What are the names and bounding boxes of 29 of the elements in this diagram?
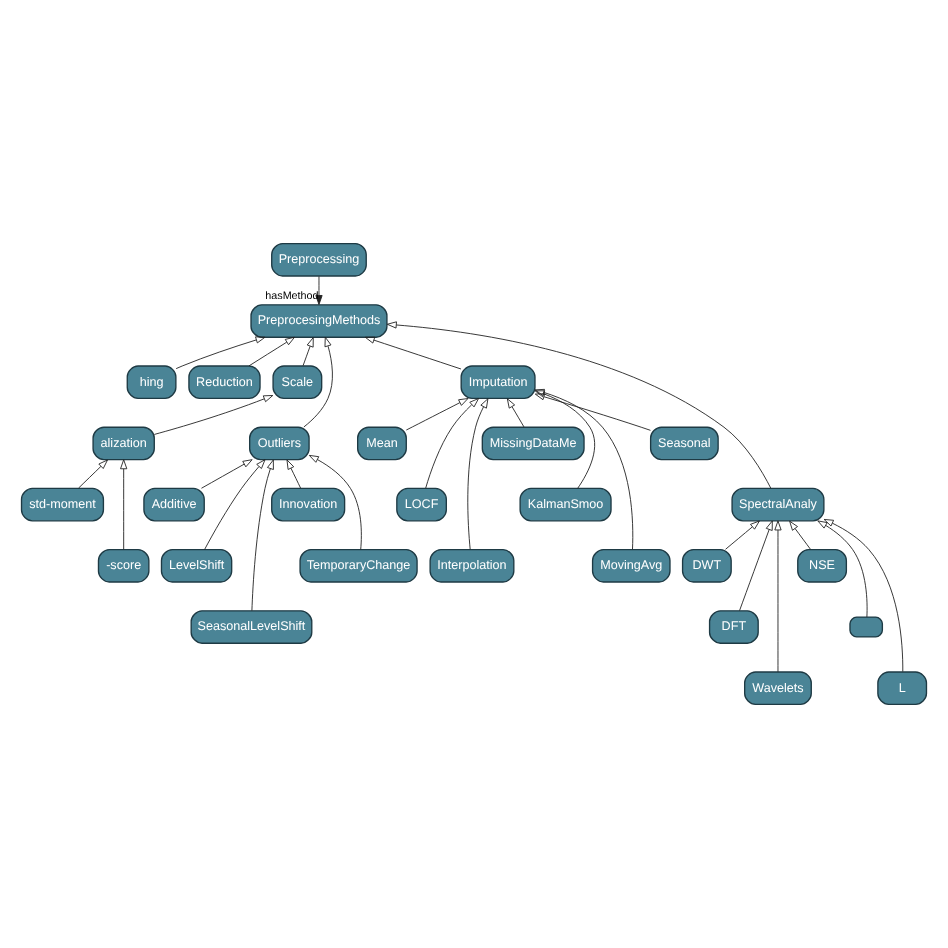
arrow [534, 393, 651, 431]
arrow [302, 337, 314, 367]
arrow [425, 398, 479, 489]
arrow [251, 459, 274, 612]
arrow [78, 459, 108, 489]
arrow [823, 518, 904, 673]
arrow [506, 398, 525, 428]
arrow [120, 459, 128, 550]
arrow [774, 520, 782, 673]
arrow [303, 336, 333, 428]
arrow [204, 459, 266, 550]
arrow [364, 336, 462, 370]
arrow [405, 398, 469, 431]
arrow [386, 321, 772, 489]
arrow [534, 390, 596, 489]
arrow [201, 459, 253, 489]
arrow [534, 388, 634, 550]
arrow [308, 454, 362, 550]
arrow [789, 520, 811, 550]
arrow [467, 398, 489, 550]
arrow [817, 520, 868, 618]
arrow [248, 336, 295, 367]
node-box [849, 616, 884, 638]
arrow [175, 336, 266, 370]
arrow [153, 395, 274, 435]
arrow [739, 520, 773, 612]
arrow [725, 520, 760, 550]
arrow [286, 459, 302, 489]
arrow [315, 275, 323, 305]
